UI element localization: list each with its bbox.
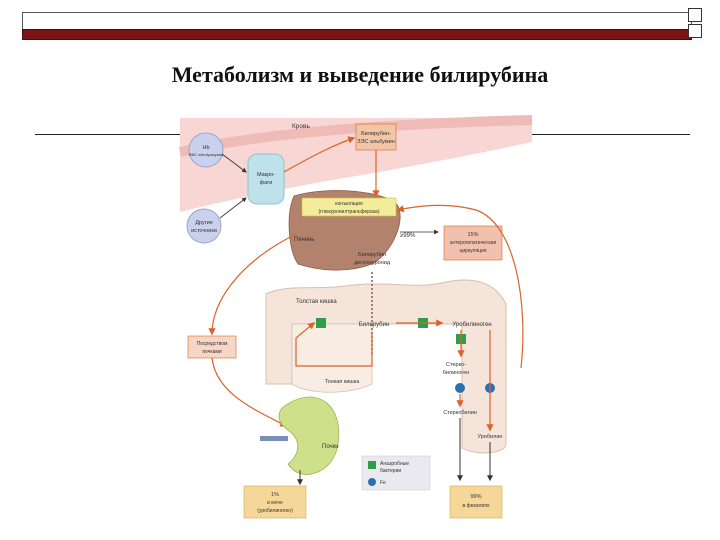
macrophages-box: [247, 153, 285, 205]
colon-label: Толстая кишка: [296, 299, 337, 305]
hb-source-line2: RBC sirkulyasiyada: [189, 152, 224, 157]
slide-corner-box: [688, 8, 702, 22]
hb-source-line1: Hb: [202, 145, 209, 151]
legend-enzyme-label: Fe: [380, 480, 386, 486]
bile-bilirubin-line1: Билирубин: [358, 252, 386, 258]
macrophages-line1: Макро-: [257, 172, 275, 178]
conjugation-line1: конъюгация: [335, 201, 363, 207]
feces-output-line1: 99%: [470, 494, 481, 500]
feces-output-box: [449, 485, 503, 519]
bile-percent-label: ≥99%: [400, 233, 416, 239]
blood-label: Кровь: [292, 123, 310, 130]
enterohepatic-line1: 15%: [467, 232, 478, 238]
blood-bilirubin-line1: Билирубин-: [361, 131, 391, 137]
renal-vessel: [260, 436, 288, 441]
blood-bilirubin-box: [355, 123, 397, 151]
liver-label: Печень: [294, 237, 314, 243]
stercobilin-label: Стеркобилин: [443, 410, 477, 416]
dermal-line2: почками: [202, 349, 221, 355]
arrow-hb-to-macrophages: [221, 153, 247, 173]
arrow-dermal-to-kidney: [211, 357, 288, 427]
intestine-bilirubin-label: Билирубин: [359, 322, 390, 328]
urobilinogen-label: Уробилиноген: [452, 322, 491, 328]
arrow-other-to-macrophages: [219, 197, 247, 219]
other-sources-line1: Другие: [195, 220, 213, 226]
dermal-line1: Посредством: [197, 341, 228, 347]
macrophages-line2: фаги: [260, 180, 273, 186]
title-rule-left: [35, 134, 180, 135]
urine-output-line1: 1%: [271, 492, 279, 498]
legend-bacteria-swatch: [368, 461, 376, 469]
conjugation-line2: (глюкуронилтрансфераза): [318, 209, 379, 215]
urine-output-box: [243, 485, 307, 519]
slide-title: Метаболизм и выведение билирубина: [171, 62, 549, 87]
slide-corner-box-lower: [688, 24, 702, 38]
enterohepatic-line2: энтерогепатическая: [450, 240, 497, 246]
bilirubin-metabolism-diagram: Кровь Билирубин- ЗЭС альбумин Hb RBC sir…: [178, 115, 533, 519]
other-sources-circle: [186, 208, 222, 244]
blood-bilirubin-line2: ЗЭС альбумин: [357, 139, 395, 145]
other-sources-line2: источники: [191, 228, 217, 234]
conjugation-box: [301, 197, 397, 217]
arrow-enterohepatic-loop: [396, 204, 524, 369]
feces-output-line2: в фекалиях: [463, 503, 490, 509]
enterohepatic-line3: циркуляция: [459, 248, 486, 254]
legend-bacteria-line2: бактерии: [380, 468, 401, 474]
legend-enzyme-swatch: [368, 478, 376, 486]
enzyme-marker-1: [455, 383, 465, 393]
enterohepatic-box: [443, 225, 503, 261]
arrow-macrophages-to-blood: [283, 136, 356, 173]
legend-bacteria-line1: Анаэробные: [380, 461, 409, 467]
hb-source-circle: [188, 132, 224, 168]
arrow-blood-to-dermal: [208, 233, 297, 336]
arrow-reabsorption-loop: [295, 322, 373, 367]
urine-output-line3: (уробилиноген): [257, 508, 293, 514]
kidney-label: Почки: [322, 444, 339, 450]
kidney-shape: [278, 396, 340, 475]
urine-output-line2: в моче: [267, 500, 283, 506]
stercobilinogen-line2: билиноген: [443, 370, 470, 376]
bile-bilirubin-line2: диглюкуронид: [354, 260, 391, 266]
urobilin-label: Уробилин: [478, 434, 503, 440]
stercobilinogen-line1: Стерко-: [446, 362, 466, 368]
bacteria-marker-1: [316, 318, 326, 328]
slide-top-stripe: [22, 29, 692, 40]
small-intestine-label: Тонкая кишка: [325, 379, 361, 385]
small-intestine-shape: [291, 323, 373, 393]
title-rule-right: [532, 134, 690, 135]
